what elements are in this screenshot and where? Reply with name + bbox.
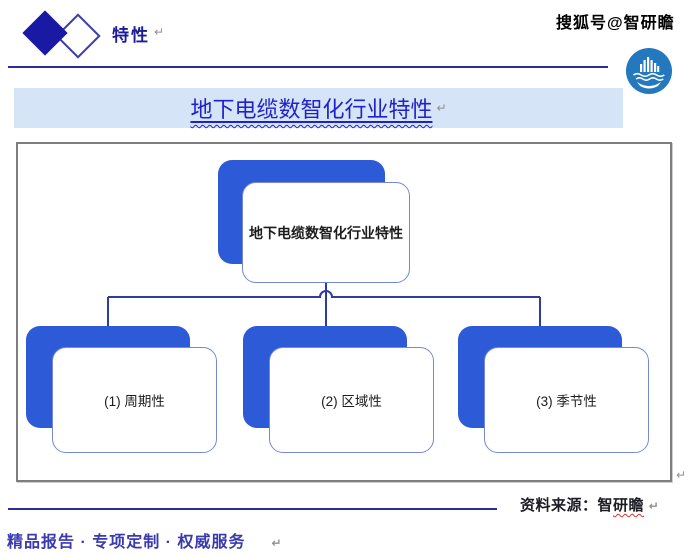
root-node-label: 地下电缆数智化行业特性 — [249, 224, 403, 241]
header-rule — [8, 66, 608, 68]
diamond-filled-icon — [22, 10, 68, 56]
zhiyan-logo-icon — [625, 47, 673, 95]
watermark-text: 搜狐号@智研瞻 — [556, 15, 675, 32]
paragraph-mark: ↵ — [436, 101, 447, 115]
section-heading: 特性 — [112, 26, 150, 45]
paragraph-mark: ↵ — [648, 499, 660, 513]
root-node: 地下电缆数智化行业特性 — [242, 182, 410, 283]
source-note: 资料来源：智研瞻 ↵ — [520, 494, 659, 515]
document-title-link[interactable]: 地下电缆数智化行业特性 — [190, 92, 432, 124]
child-node-1: (1) 周期性 — [52, 347, 217, 453]
footer-tagline-text: 精品报告 · 专项定制 · 权威服务 — [7, 534, 246, 551]
diagram-frame: 地下电缆数智化行业特性 (1) 周期性 (2) 区域性 (3) 季节性 — [16, 142, 672, 482]
child-node-label: (3) 季节性 — [536, 394, 597, 409]
org-chart-connectors — [107, 283, 541, 326]
footer-tagline: 精品报告 · 专项定制 · 权威服务 ↵ — [7, 528, 282, 552]
document-title: 地下电缆数智化行业特性 — [190, 97, 433, 122]
paragraph-mark: ↵ — [154, 25, 165, 39]
child-node-2: (2) 区域性 — [269, 347, 434, 453]
child-node-label: (1) 周期性 — [104, 394, 165, 409]
paragraph-mark: ↵ — [676, 468, 687, 482]
source-text-spellcheck: 研瞻 — [613, 497, 645, 514]
child-node-3: (3) 季节性 — [484, 347, 649, 453]
child-node-label: (2) 区域性 — [321, 394, 382, 409]
footer-rule — [8, 508, 497, 510]
title-banner: 地下电缆数智化行业特性 ↵ — [14, 88, 623, 128]
org-chart: 地下电缆数智化行业特性 (1) 周期性 (2) 区域性 (3) 季节性 — [18, 144, 670, 480]
source-text: 资料来源：智 — [520, 497, 614, 514]
paragraph-mark: ↵ — [271, 536, 282, 550]
